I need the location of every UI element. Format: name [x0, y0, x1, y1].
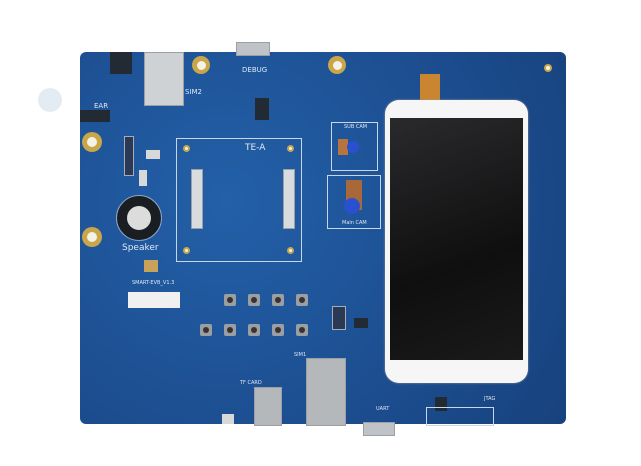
- sub-cam-label: SUB CAM: [344, 124, 368, 130]
- board-to-board-connector: [191, 169, 203, 229]
- lcd-phone-module: [385, 100, 528, 383]
- sim2-slot: [144, 52, 184, 106]
- audio-jack: [110, 52, 132, 74]
- sub-cam-area: SUB CAM: [331, 122, 378, 171]
- tf-card-slot[interactable]: [254, 387, 282, 426]
- ear-connector: [80, 110, 110, 122]
- slide-switch[interactable]: [139, 170, 147, 186]
- board-name-label: SMART-EVB_V1.3: [132, 280, 175, 286]
- ear-label: EAR: [94, 102, 109, 110]
- push-button[interactable]: [272, 324, 284, 336]
- uart-label: UART: [376, 406, 390, 412]
- lcd-screen: [390, 118, 523, 360]
- tf-card-label: TF CARD: [240, 380, 262, 386]
- regulator-chip: [255, 98, 269, 120]
- ic-chip: [354, 318, 368, 328]
- sim2-label: SIM2: [185, 88, 203, 96]
- pin-header: [124, 136, 134, 176]
- background-spot: [38, 88, 62, 112]
- push-button[interactable]: [224, 324, 236, 336]
- speaker: [116, 195, 162, 241]
- board-to-board-connector: [283, 169, 295, 229]
- te-a-module-slot: TE-A: [176, 138, 302, 262]
- jtag-label: JTAG: [484, 396, 496, 402]
- flex-cable: [420, 74, 440, 102]
- mounting-hole: [82, 227, 102, 247]
- sim1-label: SIM1: [294, 352, 307, 358]
- gold-pad: [144, 260, 158, 272]
- mounting-hole: [544, 64, 552, 72]
- usb-port[interactable]: [222, 414, 234, 424]
- push-button[interactable]: [296, 294, 308, 306]
- mounting-hole: [328, 56, 346, 74]
- sim1-slot[interactable]: [306, 358, 346, 426]
- push-button[interactable]: [296, 324, 308, 336]
- board-sticker: [128, 292, 180, 308]
- slide-switch[interactable]: [146, 150, 160, 159]
- pin-header: [332, 306, 346, 330]
- te-a-label: TE-A: [245, 143, 266, 153]
- main-cam-label: Main CAM: [342, 220, 367, 226]
- speaker-label: Speaker: [122, 243, 159, 253]
- push-button[interactable]: [200, 324, 212, 336]
- mounting-hole: [82, 132, 102, 152]
- debug-label: DEBUG: [242, 66, 268, 74]
- mounting-hole: [192, 56, 210, 74]
- push-button[interactable]: [272, 294, 284, 306]
- main-cam-area: Main CAM: [327, 175, 381, 229]
- push-button[interactable]: [248, 324, 260, 336]
- push-button[interactable]: [248, 294, 260, 306]
- debug-db9-connector[interactable]: [236, 42, 270, 56]
- push-button[interactable]: [224, 294, 236, 306]
- uart-db9-connector[interactable]: [363, 422, 395, 436]
- jtag-header[interactable]: [426, 407, 494, 426]
